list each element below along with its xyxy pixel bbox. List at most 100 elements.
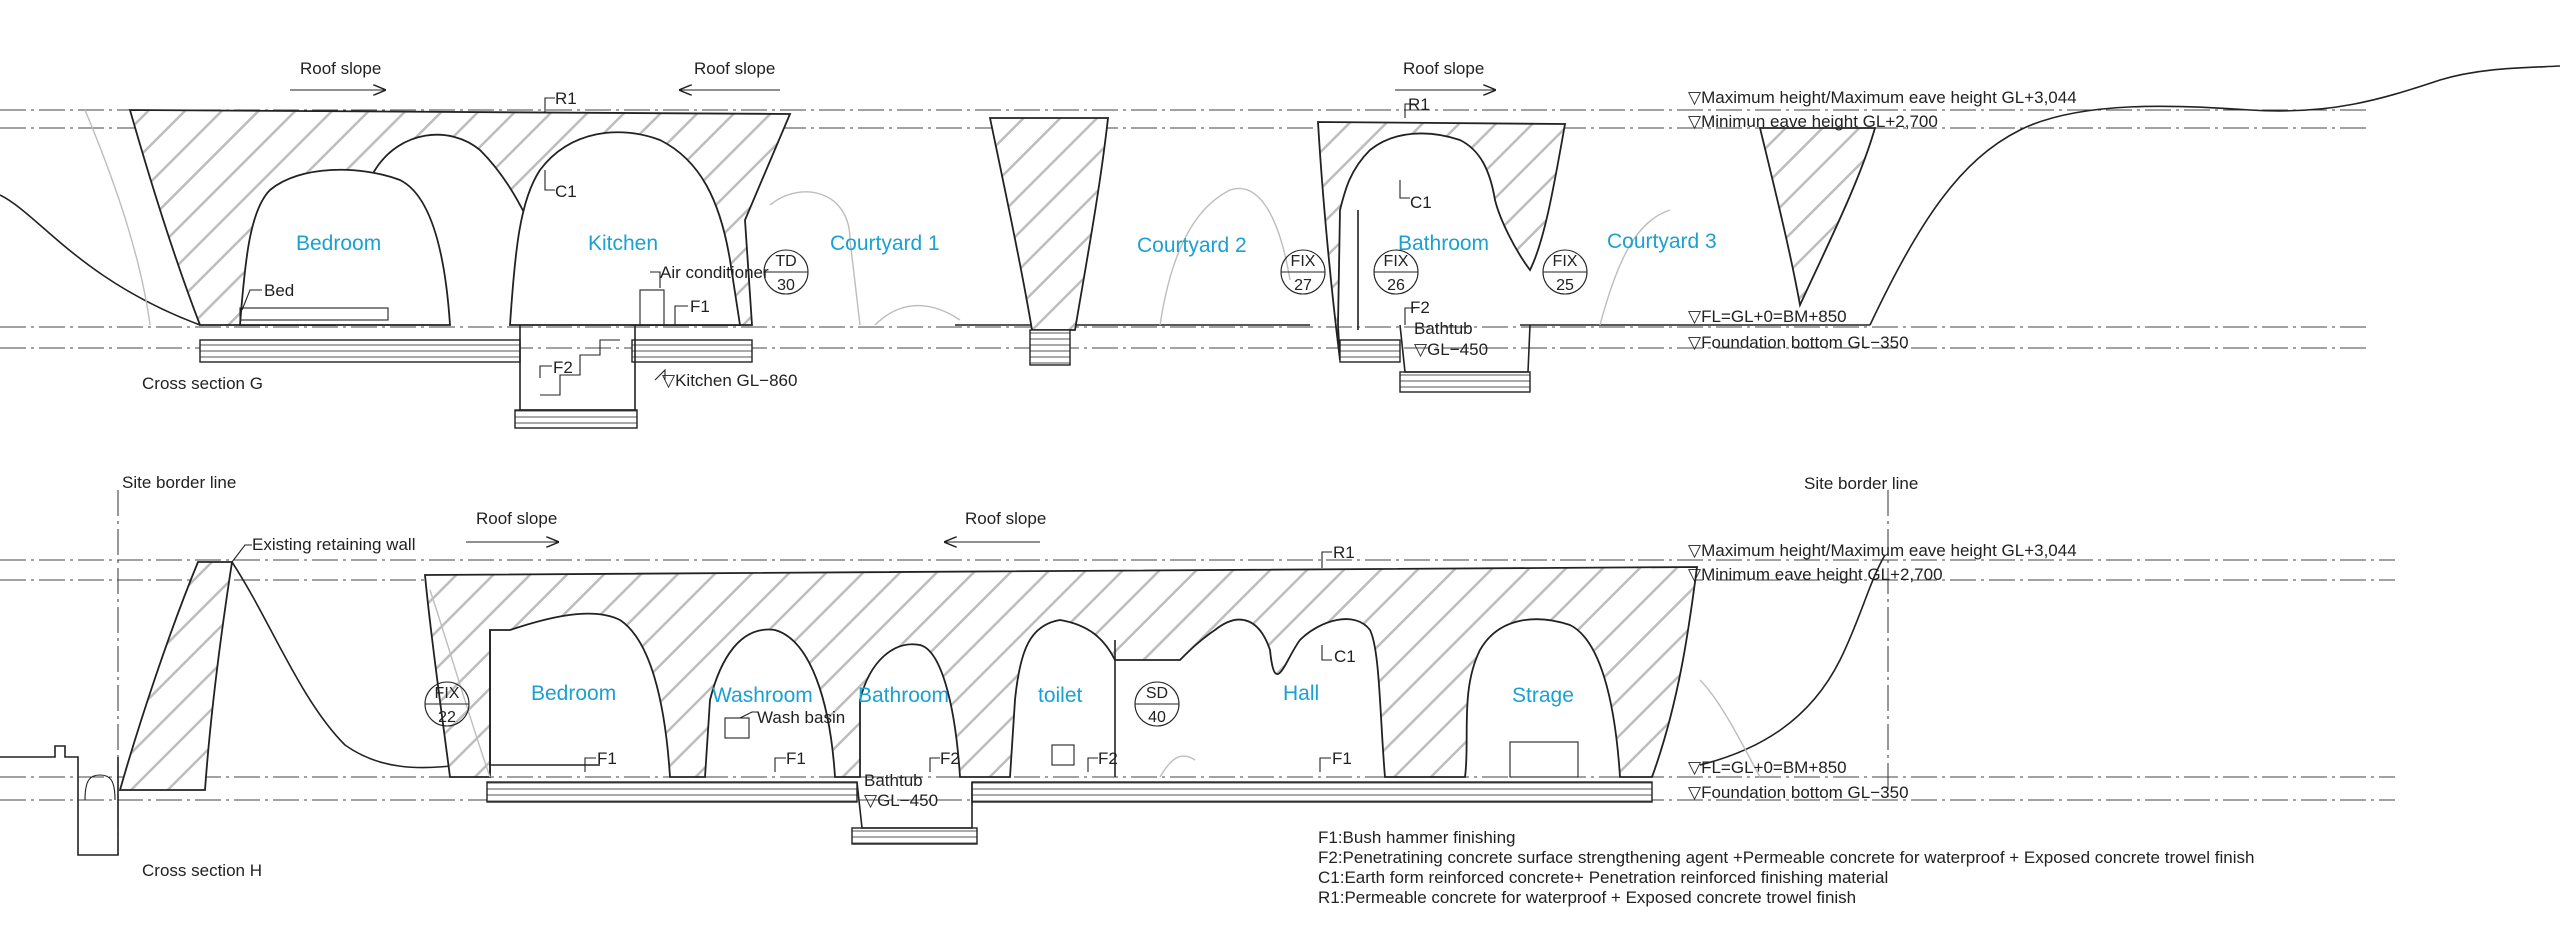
roof-slope-label-g2: Roof slope xyxy=(694,59,775,78)
f1-leader-h3 xyxy=(1319,757,1331,772)
air-conditioner-unit-g xyxy=(639,289,665,326)
bathtub-pit-g xyxy=(1399,324,1531,373)
foundation-label-g: ▽Foundation bottom GL−350 xyxy=(1688,333,1909,352)
min-eave-label-h: ▽Minimum eave height GL+2,700 xyxy=(1688,565,1943,584)
grey-outline-h2 xyxy=(1159,755,1196,778)
bathtub-gl-label-h: ▽GL−450 xyxy=(864,791,938,810)
wash-basin-label: Wash basin xyxy=(757,708,845,727)
finish-legend: F1:Bush hammer finishing F2:Penetratinin… xyxy=(1318,828,2254,907)
kitchen-cave-g xyxy=(509,131,742,326)
fixture-g4-top: FIX xyxy=(1553,253,1578,270)
r1-tag-h: R1 xyxy=(1333,543,1355,562)
c1-leader-g1 xyxy=(544,170,555,191)
kitchen-gl-leader xyxy=(654,368,666,381)
c1-leader-h xyxy=(1321,645,1332,661)
terrain-right-g xyxy=(1869,65,2560,326)
roof-slope-label-h2: Roof slope xyxy=(965,509,1046,528)
room-bedroom-h: Bedroom xyxy=(531,682,616,705)
bedroom-cave-g xyxy=(239,168,451,326)
min-eave-label-g: ▽Minimun eave height GL+2,700 xyxy=(1688,112,1938,131)
roof-mass-bathroom-g xyxy=(1317,121,1567,361)
toilet-unit-h xyxy=(1051,744,1075,766)
existing-retaining-wall-h xyxy=(118,561,234,791)
roof-slope-label-h1: Roof slope xyxy=(476,509,557,528)
f2-tag-h2: F2 xyxy=(1098,749,1118,768)
room-bathroom-g: Bathroom xyxy=(1398,232,1489,255)
foundation-label-h: ▽Foundation bottom GL−350 xyxy=(1688,783,1909,802)
fixture-g3-top: FIX xyxy=(1384,253,1409,270)
terrain-left-h xyxy=(231,561,600,769)
air-conditioner-label-g: Air conditioner xyxy=(660,263,769,282)
room-kitchen-g: Kitchen xyxy=(588,232,658,255)
roof-mass-h xyxy=(424,566,1699,778)
room-toilet-h: toilet xyxy=(1038,684,1083,707)
fixture-g3-bottom: 26 xyxy=(1387,277,1405,294)
fixture-g1-bottom: 30 xyxy=(777,277,795,294)
legend-f2: F2:Penetratining concrete surface streng… xyxy=(1318,848,2254,867)
air-leader-g xyxy=(650,271,661,288)
c1-tag-h: C1 xyxy=(1334,647,1356,666)
grey-outline-h1 xyxy=(429,589,491,778)
room-courtyard1-g: Courtyard 1 xyxy=(830,232,940,255)
legend-c1: C1:Earth form reinforced concrete+ Penet… xyxy=(1318,868,1888,887)
bathtub-pit-h xyxy=(856,781,973,829)
column-right-g xyxy=(1758,127,1877,308)
room-bathroom-h: Bathroom xyxy=(858,684,949,707)
c1-tag-g1: C1 xyxy=(555,182,577,201)
f1-tag-g: F1 xyxy=(690,297,710,316)
f2-tag-h1: F2 xyxy=(940,749,960,768)
terrain-far-left-h xyxy=(0,745,119,856)
room-washroom-h: Washroom xyxy=(712,684,813,707)
roof-slope-label-g3: Roof slope xyxy=(1403,59,1484,78)
fixture-g1-top: TD xyxy=(775,253,796,270)
grey-outline-2 xyxy=(874,304,961,326)
r1-tag-g1: R1 xyxy=(555,89,577,108)
site-border-label-h2: Site border line xyxy=(1804,474,1918,493)
fl-label-h: ▽FL=GL+0=BM+850 xyxy=(1688,758,1847,777)
max-height-label-h: ▽Maximum height/Maximum eave height GL+3… xyxy=(1688,541,2077,560)
fixture-g2-bottom: 27 xyxy=(1294,277,1312,294)
bathtub-gl-label-g: ▽GL−450 xyxy=(1414,340,1488,359)
wash-basin-unit-h xyxy=(724,717,750,739)
c1-tag-g2: C1 xyxy=(1410,193,1432,212)
fixture-h2-top: SD xyxy=(1146,685,1168,702)
slab-h2 xyxy=(971,781,1653,803)
grey-outline-5 xyxy=(84,109,151,326)
r1-leader-g1 xyxy=(544,97,555,112)
f1-tag-h3: F1 xyxy=(1332,749,1352,768)
existing-wall-label: Existing retaining wall xyxy=(252,535,415,554)
section-h-caption: Cross section H xyxy=(142,861,262,880)
f1-leader-h1 xyxy=(584,757,596,772)
fixture-h1-top: FIX xyxy=(435,685,460,702)
slab-h1 xyxy=(486,781,858,803)
column-courtyard2-g xyxy=(988,117,1110,331)
room-courtyard3-g: Courtyard 3 xyxy=(1607,230,1717,253)
slab-bathtub-g xyxy=(1399,371,1531,393)
fixture-h1-bottom: 22 xyxy=(438,709,456,726)
bed-leader-g xyxy=(241,289,262,311)
f1-tag-h2: F1 xyxy=(786,749,806,768)
legend-f1: F1:Bush hammer finishing xyxy=(1318,828,1515,847)
terrain-left-g xyxy=(0,194,201,326)
slab-g3 xyxy=(1339,339,1401,363)
r1-leader-h xyxy=(1321,551,1332,568)
grey-outline-1 xyxy=(769,191,861,326)
storage-shelf-h xyxy=(1509,741,1579,778)
grey-outline-3 xyxy=(1159,187,1291,326)
roof-slope-label-g1: Roof slope xyxy=(300,59,381,78)
f2-leader-g2 xyxy=(1404,307,1415,325)
bathtub-label-h: Bathtub xyxy=(864,771,923,790)
legend-r1: R1:Permeable concrete for waterproof + E… xyxy=(1318,888,1856,907)
bed-label-g: Bed xyxy=(264,281,294,300)
room-strage-h: Strage xyxy=(1512,684,1574,707)
fl-label-g: ▽FL=GL+0=BM+850 xyxy=(1688,307,1847,326)
fixture-g2-top: FIX xyxy=(1291,253,1316,270)
grey-outline-h3 xyxy=(1699,679,1761,778)
f2-tag-g2: F2 xyxy=(1410,298,1430,317)
site-border-label-h1: Site border line xyxy=(122,473,236,492)
f1-leader-g xyxy=(674,305,688,325)
f2-leader-h1 xyxy=(929,757,940,772)
room-hall-h: Hall xyxy=(1283,682,1319,705)
kitchen-gl-label: ▽Kitchen GL−860 xyxy=(662,371,797,390)
